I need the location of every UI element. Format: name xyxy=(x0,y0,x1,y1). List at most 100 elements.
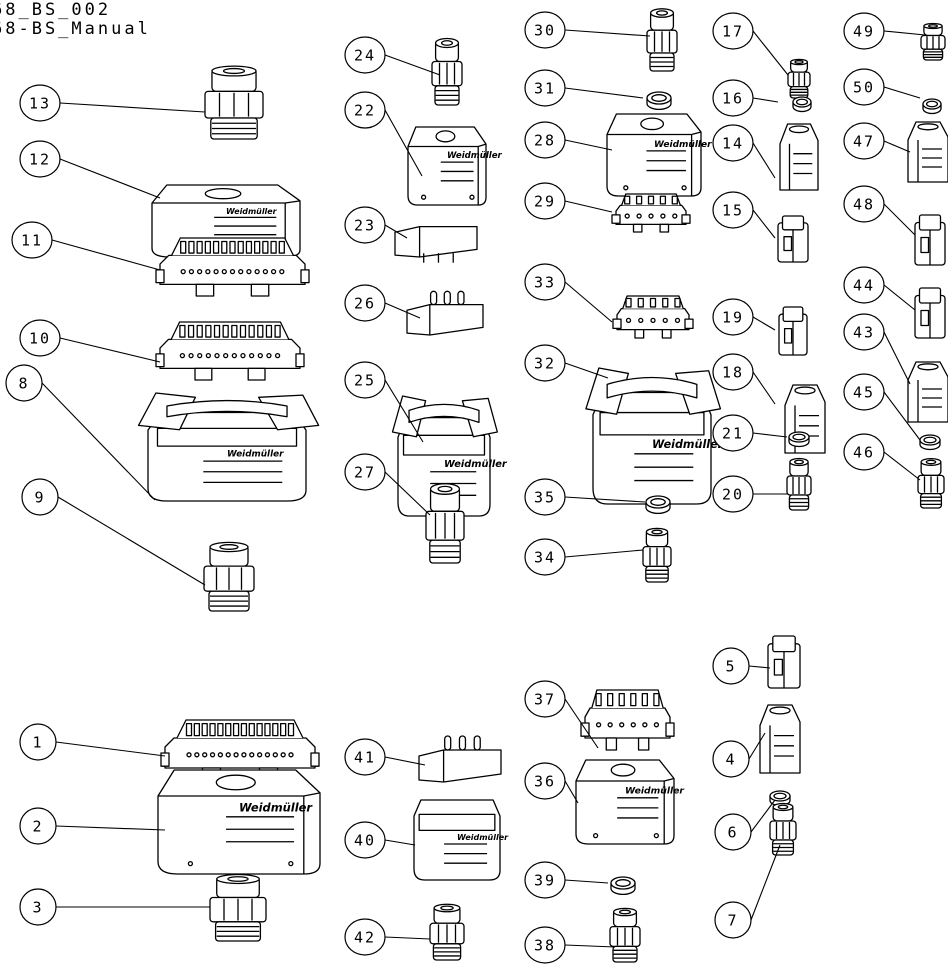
cable-gland-42 xyxy=(429,903,465,961)
cable-gland-3 xyxy=(209,873,267,942)
callout-number: 19 xyxy=(722,309,744,327)
leader-line-37 xyxy=(564,698,599,749)
cable-gland-13 xyxy=(204,65,264,140)
callout-number: 17 xyxy=(722,23,744,41)
brand-logo-text: Weidmüller xyxy=(457,833,509,842)
callout-number: 34 xyxy=(534,549,556,567)
callout-20: 20 xyxy=(712,475,754,513)
leader-line-6 xyxy=(750,799,776,833)
callout-number: 2 xyxy=(32,818,43,836)
leader-line-5 xyxy=(748,665,771,669)
callout-number: 7 xyxy=(727,912,738,930)
callout-34: 34 xyxy=(524,538,566,576)
cable-gland-30 xyxy=(646,8,678,72)
leader-line-10 xyxy=(59,337,161,363)
seal-ring-31 xyxy=(646,91,672,111)
callout-number: 21 xyxy=(722,425,744,443)
callout-3: 3 xyxy=(19,888,57,926)
cable-gland-7 xyxy=(769,802,797,856)
callout-number: 46 xyxy=(853,444,875,462)
callout-14: 14 xyxy=(712,124,754,162)
callout-29: 29 xyxy=(524,182,566,220)
callout-number: 18 xyxy=(722,364,744,382)
cable-gland-38 xyxy=(609,907,641,963)
hood-2: Weidmüller xyxy=(157,769,321,875)
callout-number: 49 xyxy=(853,23,875,41)
leader-line-1 xyxy=(55,741,166,757)
insert-11 xyxy=(155,237,310,297)
callout-number: 36 xyxy=(534,773,556,791)
cable-gland-20 xyxy=(786,457,812,511)
leader-line-14 xyxy=(752,142,776,179)
callout-number: 12 xyxy=(29,151,51,169)
leader-line-35 xyxy=(564,496,646,503)
insert-33 xyxy=(612,295,694,339)
callout-number: 40 xyxy=(354,832,376,850)
callout-1: 1 xyxy=(19,723,57,761)
cable-gland-24 xyxy=(431,37,463,106)
leader-line-46 xyxy=(883,451,921,481)
callout-number: 39 xyxy=(534,872,556,890)
callout-number: 28 xyxy=(534,132,556,150)
leader-line-24 xyxy=(384,54,441,76)
callout-41: 41 xyxy=(344,738,386,776)
cable-gland-17 xyxy=(787,58,811,99)
seal-ring-35 xyxy=(645,495,671,515)
leader-line-50 xyxy=(883,86,921,99)
callout-number: 44 xyxy=(853,277,875,295)
leader-line-38 xyxy=(564,944,616,948)
drawing-number: 68_BS_002 xyxy=(0,0,112,20)
leader-line-7 xyxy=(750,844,781,921)
leader-line-22 xyxy=(384,109,423,177)
callout-number: 3 xyxy=(32,899,43,917)
leader-line-17 xyxy=(752,30,789,76)
callout-number: 31 xyxy=(534,80,556,98)
callout-number: 30 xyxy=(534,22,556,40)
leader-line-47 xyxy=(883,140,911,153)
manual-reference: 68-BS_Manual xyxy=(0,19,151,39)
insert-1 xyxy=(160,719,320,781)
callout-15: 15 xyxy=(712,191,754,229)
seal-ring-21 xyxy=(788,431,810,448)
leader-line-42 xyxy=(384,936,431,940)
leader-line-49 xyxy=(883,30,926,36)
callout-number: 13 xyxy=(29,95,51,113)
insert-19 xyxy=(778,306,808,356)
callout-number: 47 xyxy=(853,133,875,151)
callout-49: 49 xyxy=(843,12,885,50)
insert-10 xyxy=(155,321,305,381)
leader-line-13 xyxy=(59,102,206,113)
seal-ring-39 xyxy=(610,876,636,896)
callout-16: 16 xyxy=(712,79,754,117)
callout-number: 24 xyxy=(354,47,376,65)
leader-line-40 xyxy=(384,839,416,846)
leader-line-39 xyxy=(564,879,609,884)
housing-8: Weidmüller xyxy=(147,411,307,502)
insert-29 xyxy=(611,193,691,233)
seal-ring-6 xyxy=(769,790,791,807)
callout-26: 26 xyxy=(344,284,386,322)
callout-5: 5 xyxy=(712,647,750,685)
callout-37: 37 xyxy=(524,680,566,718)
callout-number: 33 xyxy=(534,274,556,292)
leader-line-23 xyxy=(384,224,408,239)
callout-number: 4 xyxy=(725,751,736,769)
callout-43: 43 xyxy=(843,313,885,351)
callout-9: 9 xyxy=(21,478,59,516)
hood-22: Weidmüller xyxy=(407,126,503,206)
seal-ring-16 xyxy=(792,96,812,113)
callout-11: 11 xyxy=(11,221,53,259)
leader-line-12 xyxy=(59,158,161,199)
cable-gland-46 xyxy=(917,457,945,509)
callout-number: 38 xyxy=(534,937,556,955)
brand-logo-text: Weidmüller xyxy=(227,450,284,460)
callout-number: 48 xyxy=(853,196,875,214)
callout-number: 11 xyxy=(21,232,43,250)
callout-number: 20 xyxy=(722,486,744,504)
leader-line-31 xyxy=(564,87,644,99)
brand-logo-text: Weidmüller xyxy=(652,438,725,451)
callout-38: 38 xyxy=(524,926,566,964)
brand-logo-text: Weidmüller xyxy=(226,207,278,216)
callout-13: 13 xyxy=(19,84,61,122)
